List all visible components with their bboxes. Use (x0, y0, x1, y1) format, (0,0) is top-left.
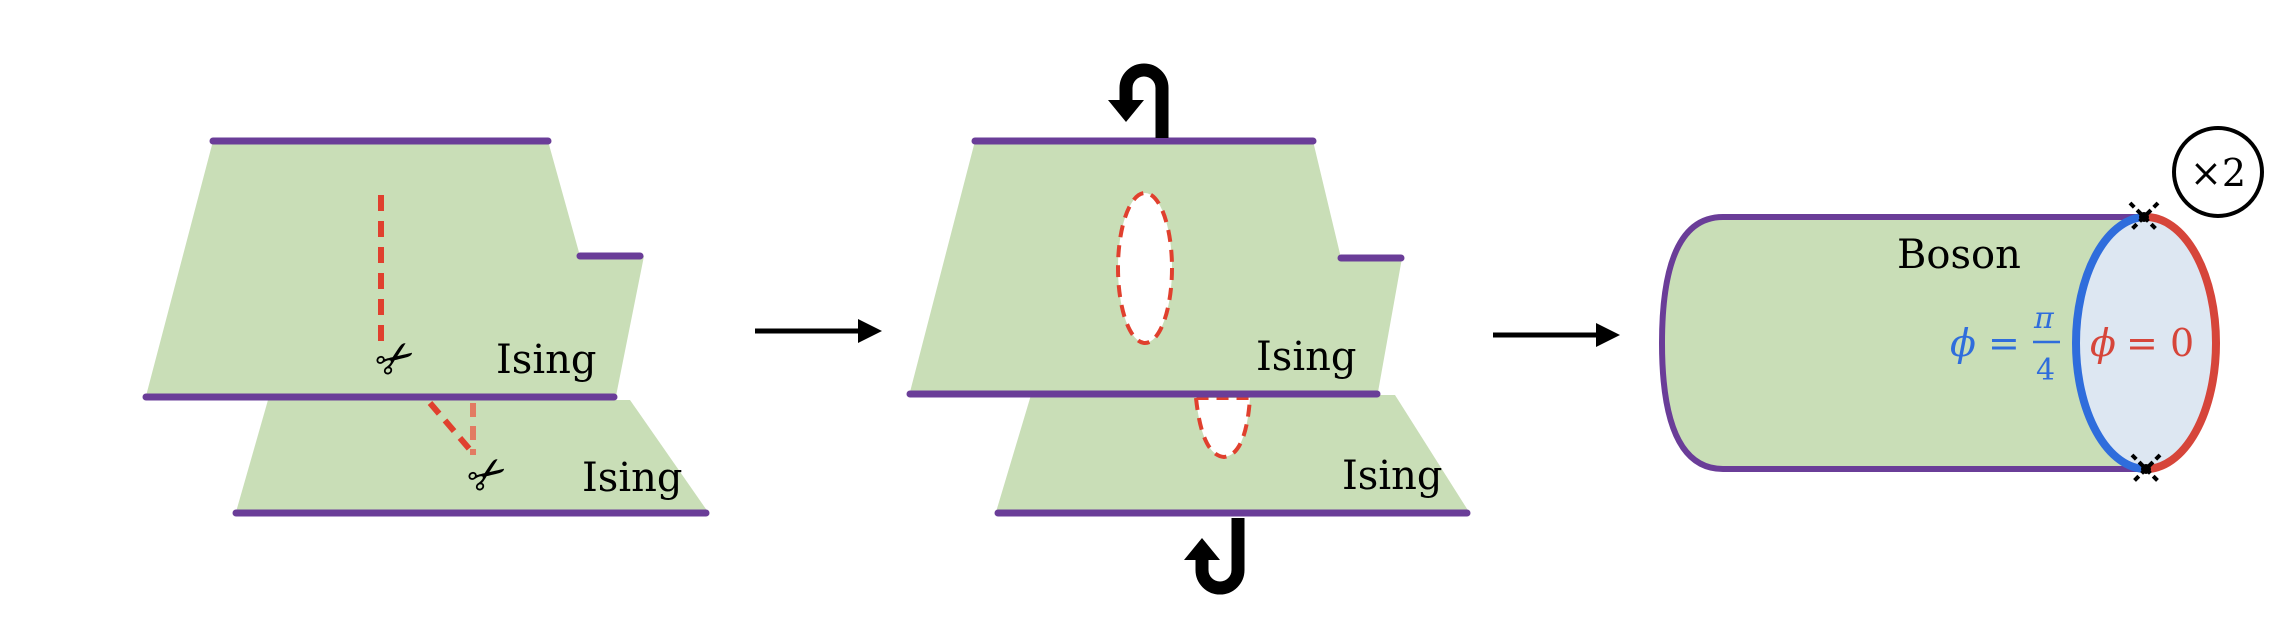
svg-text:×2: ×2 (2190, 151, 2246, 195)
ising-label-top-left: Ising (496, 337, 597, 383)
svg-text:=: = (1988, 321, 2020, 365)
ising-label-bottom-mid: Ising (1342, 453, 1443, 499)
svg-text:ϕ: ϕ (2090, 321, 2116, 365)
cylinder-end-disk (2076, 217, 2216, 469)
svg-text:4: 4 (2036, 353, 2055, 388)
phi-pi-over-4-label: ϕ = π 4 (1950, 301, 2060, 388)
panel-2: Ising Ising (906, 63, 1471, 595)
multiplicity-badge: ×2 (2172, 126, 2264, 218)
boson-label: Boson (1897, 232, 2021, 278)
panel-3: Boson ϕ = π 4 ϕ = 0 ×2 (1658, 126, 2264, 485)
svg-text:ϕ: ϕ (1950, 321, 1976, 365)
ising-sheet-top-left (146, 141, 644, 396)
rim-blue-half (2072, 213, 2147, 473)
cut-line-diagonal (427, 401, 475, 454)
ising-sheet-bottom-left (236, 400, 708, 512)
cylinder-body (1658, 214, 2146, 472)
twist-arrow-top (1108, 63, 1169, 138)
junction-bottom-marker (2130, 453, 2162, 485)
hole-bottom (1193, 396, 1253, 460)
arrow-1 (755, 319, 882, 343)
twist-arrow-bottom (1184, 518, 1245, 595)
arrow-2 (1493, 323, 1620, 347)
ising-label-top-mid: Ising (1256, 334, 1357, 380)
ising-label-bottom-left: Ising (582, 455, 683, 501)
hole-top (1116, 191, 1174, 345)
svg-text:=: = (2126, 321, 2158, 365)
panel-1: ✂ ✂ Ising Ising (142, 137, 710, 517)
phi-zero-label: ϕ = 0 (2090, 321, 2194, 365)
rim-red-half (2145, 213, 2220, 473)
junction-top-marker (2128, 201, 2160, 233)
svg-text:π: π (2033, 301, 2055, 336)
svg-text:0: 0 (2170, 321, 2194, 365)
